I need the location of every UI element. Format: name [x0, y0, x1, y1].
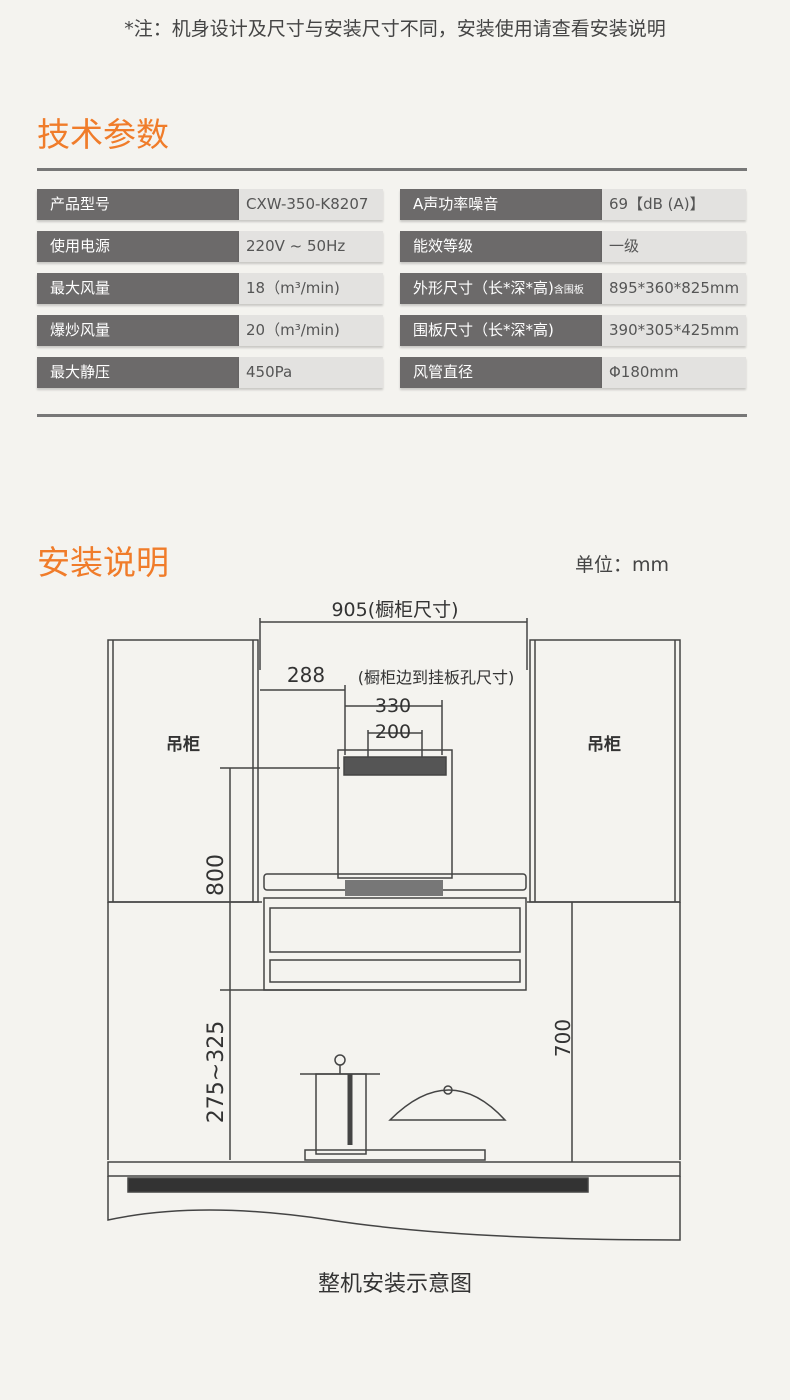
- spec-key-text: 风管直径: [413, 363, 474, 381]
- spec-key-note: 含围板: [553, 285, 584, 296]
- dim-288-label: (橱柜边到挂板孔尺寸): [358, 668, 515, 687]
- spec-value: 一级: [602, 231, 746, 262]
- spec-value: 450Pa: [239, 357, 383, 388]
- install-note: *注：机身设计及尺寸与安装尺寸不同，安装使用请查看安装说明: [124, 18, 666, 40]
- spec-value: CXW-350-K8207: [239, 189, 383, 220]
- spec-key-text: 能效等级: [413, 237, 474, 255]
- spec-key-text: 最大静压: [50, 363, 111, 381]
- spec-key: 能效等级: [400, 231, 602, 262]
- spec-value: 18（m³/min): [239, 273, 383, 304]
- dim-275-325: 275~325: [204, 1021, 229, 1123]
- spec-key: 最大风量: [37, 273, 239, 304]
- spec-key: 风管直径: [400, 357, 602, 388]
- divider: [37, 168, 747, 171]
- spec-key: 使用电源: [37, 231, 239, 262]
- dim-cabinet-width: 905(橱柜尺寸): [331, 599, 458, 621]
- right-cabinet-label: 吊柜: [587, 734, 621, 755]
- spec-key-text: A声功率噪音: [413, 195, 499, 213]
- spec-key: 外形尺寸（长*深*高)含围板: [400, 273, 602, 304]
- left-cabinet: [107, 639, 259, 903]
- dim-288: 288: [287, 663, 325, 687]
- spec-key: 产品型号: [37, 189, 239, 220]
- spec-key: 围板尺寸（长*深*高): [400, 315, 602, 346]
- spec-value: 895*360*825mm: [602, 273, 746, 304]
- install-title: 安装说明: [37, 543, 169, 582]
- spec-key-text: 围板尺寸（长*深*高): [413, 321, 554, 339]
- spec-value: Φ180mm: [602, 357, 746, 388]
- dim-330: 330: [375, 695, 411, 717]
- spec-key-text: 最大风量: [50, 279, 111, 297]
- spec-value: 20（m³/min): [239, 315, 383, 346]
- dim-700: 700: [551, 1019, 575, 1057]
- dim-200: 200: [375, 721, 411, 743]
- spec-value: 220V ~ 50Hz: [239, 231, 383, 262]
- diagram-caption: 整机安装示意图: [317, 1272, 472, 1297]
- spec-value: 69【dB (A)】: [602, 189, 746, 220]
- specs-title: 技术参数: [37, 115, 169, 154]
- divider: [37, 414, 747, 417]
- unit-label: 单位：mm: [575, 554, 670, 576]
- spec-key: 最大静压: [37, 357, 239, 388]
- spec-key: 爆炒风量: [37, 315, 239, 346]
- left-cabinet-label: 吊柜: [166, 734, 200, 755]
- install-diagram: 905(橱柜尺寸) 288 (橱柜边到挂板孔尺寸) 330 200 吊柜 吊柜 …: [107, 599, 681, 1241]
- dim-800: 800: [204, 854, 229, 896]
- spec-key-text: 爆炒风量: [50, 321, 111, 339]
- spec-key-text: 外形尺寸（长*深*高): [413, 279, 554, 297]
- spec-key-text: 使用电源: [50, 237, 111, 255]
- spec-key: A声功率噪音: [400, 189, 602, 220]
- spec-value: 390*305*425mm: [602, 315, 746, 346]
- spec-key-text: 产品型号: [50, 195, 111, 213]
- right-cabinet: [529, 639, 681, 903]
